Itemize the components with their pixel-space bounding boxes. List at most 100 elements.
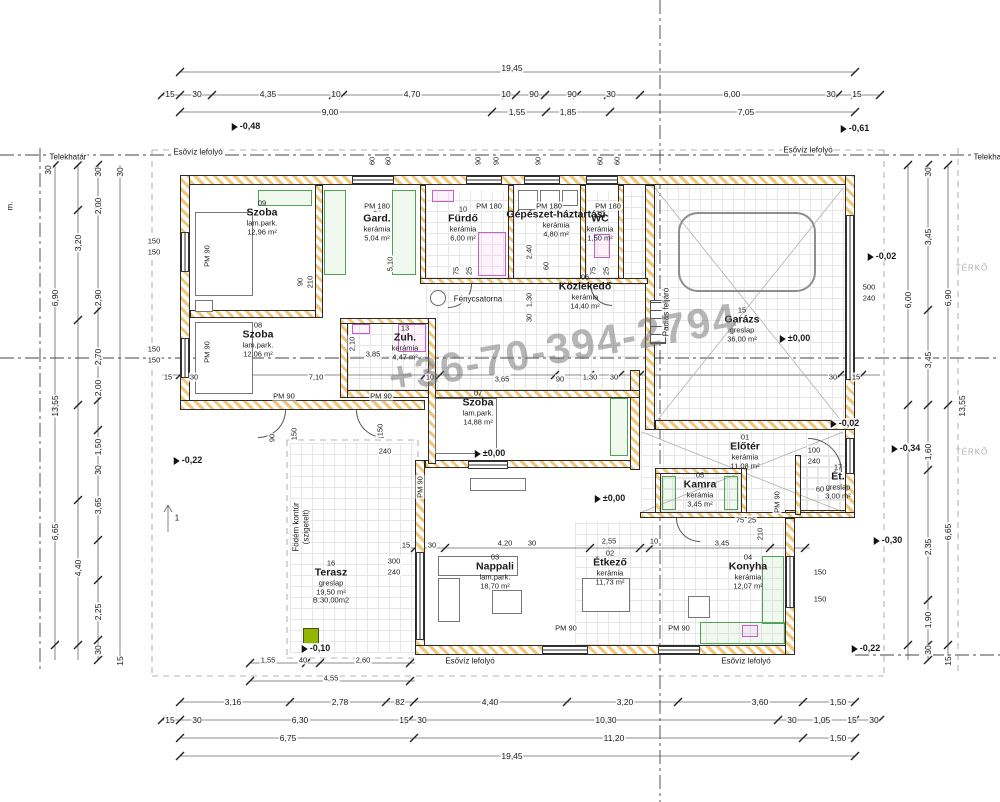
detail-dimension-label: 300 bbox=[386, 556, 402, 566]
room-number: 08 bbox=[253, 320, 263, 330]
detail-dimension-label: 10 bbox=[648, 536, 660, 546]
wall-segment bbox=[425, 460, 640, 468]
window bbox=[846, 215, 854, 380]
dimension-tick bbox=[635, 90, 645, 100]
dimension-tick bbox=[923, 400, 933, 410]
wardrobe-fixture bbox=[610, 398, 628, 456]
dimension-tick bbox=[73, 400, 83, 410]
room-material: lam.park. bbox=[242, 340, 274, 350]
dimension-label: 90 bbox=[528, 89, 540, 99]
wall-segment bbox=[415, 645, 795, 655]
detail-dimension-label: PM 90 bbox=[772, 490, 782, 514]
annotation-label: Esővíz lefolyó bbox=[444, 656, 496, 666]
dimension-label: 2,78 bbox=[330, 697, 350, 707]
dimension-tick bbox=[93, 535, 103, 545]
detail-dimension-label: 2,10 bbox=[347, 335, 357, 353]
dimension-label: 10 bbox=[330, 89, 342, 99]
wall-segment bbox=[315, 185, 323, 318]
dimension-label: 30 bbox=[786, 715, 798, 725]
detail-dimension-label: 4,55 bbox=[322, 673, 340, 683]
room-area: 5,04 m² bbox=[364, 233, 390, 243]
detail-dimension-label: 30 bbox=[524, 312, 534, 324]
dimension-tick bbox=[773, 715, 783, 725]
detail-dimension-label: 30 bbox=[608, 372, 620, 382]
dimension-line bbox=[163, 504, 169, 513]
room-material: kerámia bbox=[596, 568, 624, 578]
detail-dimension-label: 10 bbox=[424, 372, 436, 382]
detail-dimension-label: 150 bbox=[812, 594, 828, 604]
room-material: kerámia bbox=[391, 343, 419, 353]
dimension-label: 6,00 bbox=[903, 290, 913, 310]
room-name: WC bbox=[591, 212, 609, 225]
detail-dimension-label: 150 bbox=[146, 344, 162, 354]
dimension-label: 30 bbox=[191, 89, 203, 99]
dimension-tick bbox=[943, 400, 953, 410]
wall-segment bbox=[741, 468, 747, 518]
dimension-label: 13,55 bbox=[50, 394, 60, 418]
room-number: 13 bbox=[400, 323, 410, 333]
detail-dimension-label: 25 bbox=[464, 265, 474, 277]
dimension-label: 19,45 bbox=[500, 63, 524, 73]
dimension-tick bbox=[175, 697, 185, 707]
wall-segment bbox=[420, 185, 426, 280]
room-number: 16 bbox=[326, 558, 336, 568]
sink-fixture bbox=[352, 324, 370, 334]
detail-dimension-label: PM 90 bbox=[415, 475, 425, 499]
planter-fixture bbox=[303, 628, 319, 644]
dimension-label: 15 bbox=[115, 655, 125, 667]
detail-dimension-label: PM 90 bbox=[202, 340, 212, 364]
wall-segment bbox=[340, 318, 348, 398]
annotation-label: Esővíz lefolyó bbox=[172, 147, 224, 157]
window bbox=[786, 556, 794, 608]
dimension-label: 2,70 bbox=[93, 347, 103, 367]
dimension-label: 3,60 bbox=[750, 697, 770, 707]
dimension-tick bbox=[73, 160, 83, 170]
room-name: Szoba bbox=[462, 396, 494, 409]
shower-fixture bbox=[398, 324, 426, 352]
room-material: greslap bbox=[318, 578, 344, 588]
room-name: Terasz bbox=[314, 566, 348, 579]
annotation-label: Esővíz lefolyó bbox=[720, 656, 772, 666]
nightstand-fixture bbox=[195, 300, 213, 312]
shelf-fixture bbox=[662, 476, 676, 510]
dimension-tick bbox=[73, 205, 83, 215]
annotation-label: Esővíz lefolyó bbox=[782, 145, 834, 155]
dimension-label: 1,85 bbox=[558, 107, 578, 117]
window bbox=[352, 176, 394, 184]
sofa-fixture bbox=[438, 556, 518, 576]
wardrobe-fixture bbox=[258, 190, 312, 206]
detail-dimension-label: 30 bbox=[526, 538, 538, 548]
dimension-label: 4,70 bbox=[402, 89, 422, 99]
annotation-label: TÉRKŐ bbox=[955, 263, 989, 273]
detail-dimension-label: 60 bbox=[541, 260, 551, 272]
window bbox=[542, 646, 588, 654]
dimension-label: 6,65 bbox=[50, 522, 60, 542]
elevation-marker: -0,02 bbox=[867, 251, 897, 261]
dimension-tick bbox=[409, 733, 419, 743]
annotation-label: Födém kontúr bbox=[291, 501, 301, 553]
dimension-tick bbox=[73, 640, 83, 650]
dimension-label: 90 bbox=[566, 89, 578, 99]
detail-dimension-label: 4,20 bbox=[496, 538, 514, 548]
detail-dimension-label: 240 bbox=[377, 446, 393, 456]
room-number: 07 bbox=[473, 388, 483, 398]
detail-dimension-label: PM 90 bbox=[369, 391, 393, 401]
detail-dimension-label: PM 90 bbox=[667, 623, 691, 633]
kitchen-sink-fixture bbox=[742, 625, 758, 637]
dimension-tick bbox=[93, 655, 103, 665]
dimension-tick bbox=[175, 715, 185, 725]
detail-dimension-label: 210 bbox=[305, 274, 315, 290]
detail-dimension-label: 1,30 bbox=[581, 372, 599, 382]
detail-dimension-label: PM 180 bbox=[475, 201, 503, 211]
dimension-tick bbox=[923, 655, 933, 665]
dimension-label: 30 bbox=[93, 166, 103, 178]
detail-dimension-label: 75 bbox=[588, 265, 598, 277]
dimension-tick bbox=[511, 90, 521, 100]
dimension-tick bbox=[875, 90, 885, 100]
room-name: Gépészet-háztartási bbox=[506, 208, 606, 221]
detail-dimension-label: 100 bbox=[806, 445, 822, 455]
dimension-tick bbox=[207, 90, 217, 100]
dimension-label: 4,40 bbox=[480, 697, 500, 707]
